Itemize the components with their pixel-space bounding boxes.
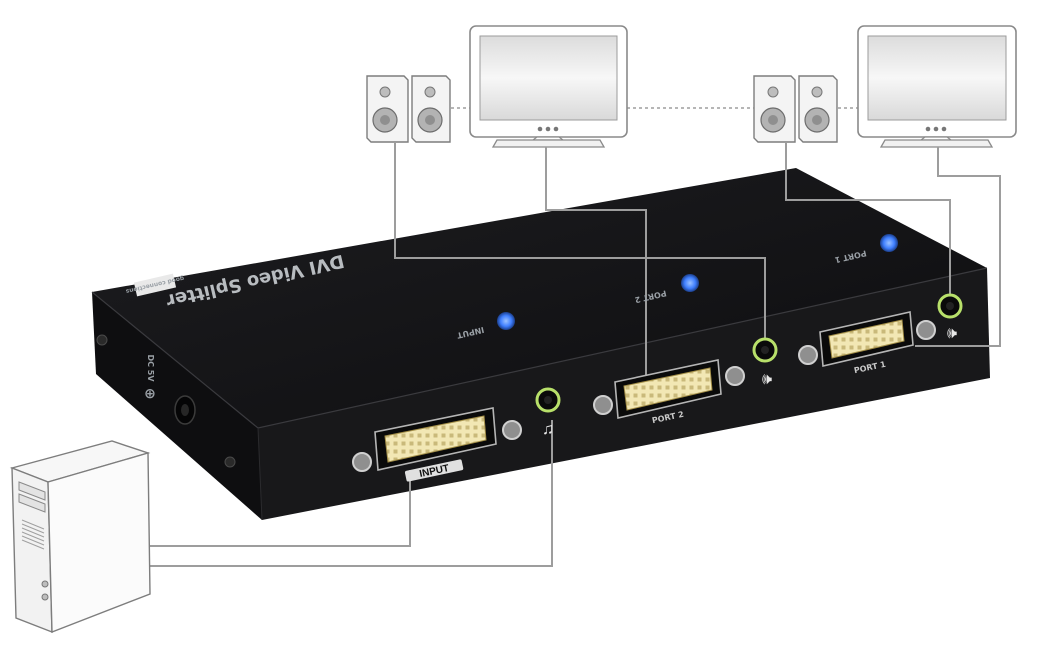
power-jack: DC 5V ⊕ [96, 334, 236, 468]
cable-port1-video [915, 147, 1001, 347]
dvi-port-icon [384, 415, 487, 463]
cable-input-video [150, 470, 411, 547]
led-dot-icon [41, 593, 49, 601]
power-polarity-icon: ⊕ [144, 386, 156, 402]
cable-port2-audio [394, 142, 766, 350]
thumbscrew-icon [593, 395, 613, 415]
cable-port1-audio [785, 142, 951, 302]
audio-jack-input: ♫ [535, 387, 561, 438]
led-indicator-icon [880, 234, 898, 252]
headphone-symbol-icon: ♫ [542, 421, 554, 438]
led-indicator-icon [681, 274, 699, 292]
thumbscrew-icon [502, 420, 522, 440]
speaker-icon [798, 75, 838, 143]
thumbscrew-icon [725, 366, 745, 386]
monitor-port2-icon [469, 25, 628, 148]
cable-input-audio [150, 420, 553, 567]
thumbscrew-icon [916, 320, 936, 340]
audio-jack-port2: 🕪 [752, 337, 778, 388]
speaker-symbol-icon: 🕪 [762, 371, 772, 388]
screw-icon [224, 456, 236, 468]
speaker-icon [753, 75, 796, 143]
power-label: DC 5V [146, 354, 155, 382]
power-button-icon [41, 580, 49, 588]
cables [150, 142, 1001, 567]
dvi-port-2: PORT 2 [593, 359, 745, 425]
speaker-pair-port2-icon [366, 75, 451, 143]
monitor-port1-icon [857, 25, 1017, 148]
dvi-port-icon [623, 367, 713, 411]
speaker-icon [366, 75, 409, 143]
dvi-port-input: INPUT [352, 407, 522, 482]
speaker-pair-port1-icon [753, 75, 838, 143]
led-indicator-icon [497, 312, 515, 330]
cable-port2-video [545, 147, 647, 378]
speaker-symbol-icon: 🕪 [947, 325, 957, 342]
thumbscrew-icon [798, 345, 818, 365]
dvi-port-icon [828, 319, 905, 359]
speaker-icon [411, 75, 451, 143]
screw-icon [96, 334, 108, 346]
thumbscrew-icon [352, 452, 372, 472]
audio-jack-port1: 🕪 [937, 293, 963, 342]
computer-tower-icon [9, 440, 151, 634]
